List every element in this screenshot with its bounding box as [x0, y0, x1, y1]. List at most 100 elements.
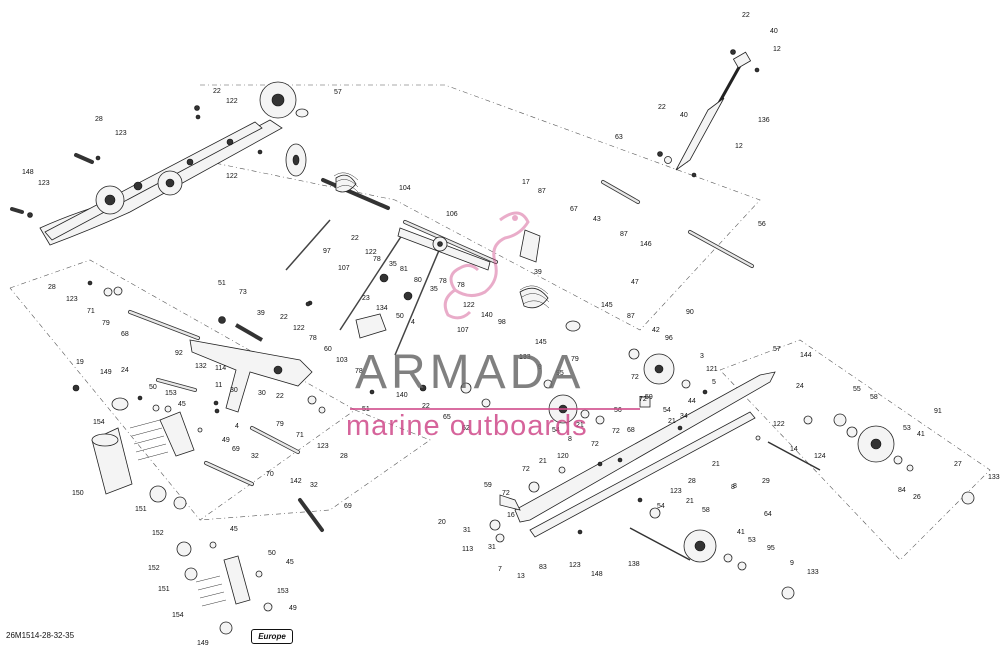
boundary-lower: [199, 409, 431, 521]
callout-label: 72: [639, 396, 647, 403]
callout-label: 19: [76, 359, 84, 366]
callout-label: 56: [614, 407, 622, 414]
callout-label: 123: [38, 180, 50, 187]
region-badge: Europe: [251, 629, 293, 644]
callout-label: 92: [175, 350, 183, 357]
callout-label: 120: [557, 453, 569, 460]
callout-label: 87: [538, 188, 546, 195]
callout-label: 22: [276, 393, 284, 400]
callout-label: 3: [700, 353, 704, 360]
callout-label: 27: [954, 461, 962, 468]
callout-label: 122: [463, 302, 475, 309]
callout-label: 78: [355, 368, 363, 375]
callout-label: 90: [686, 309, 694, 316]
armada-seahorse-logo: [443, 211, 530, 320]
callout-label: 95: [767, 545, 775, 552]
callout-label: 78: [309, 335, 317, 342]
callout-label: 53: [748, 537, 756, 544]
boundary-front-arm: [9, 259, 356, 521]
callout-label: 65: [443, 414, 451, 421]
callout-label: 122: [365, 249, 377, 256]
callout-label: 22: [213, 88, 221, 95]
callout-label: 114: [215, 365, 226, 372]
callout-label: 78: [373, 256, 381, 263]
callout-label: 26: [913, 494, 921, 501]
callout-label: 152: [148, 565, 160, 572]
callout-label: 21: [576, 422, 584, 429]
callout-label: 7: [498, 566, 502, 573]
callout-label: 39: [534, 269, 542, 276]
callout-label: 154: [172, 612, 184, 619]
front-shock-spring: [91, 397, 273, 635]
callout-label: 148: [591, 571, 603, 578]
callout-label: 20: [438, 519, 446, 526]
callout-label: 57: [334, 89, 342, 96]
callout-label: 73: [239, 289, 247, 296]
callout-label: 122: [226, 173, 238, 180]
callout-label: 62: [462, 425, 470, 432]
callout-label: 8: [731, 484, 735, 491]
callout-label: 64: [764, 511, 772, 518]
callout-label: 98: [498, 319, 506, 326]
callout-label: 21: [686, 498, 694, 505]
rear-idler-spring: [285, 143, 550, 309]
callout-label: 145: [601, 302, 613, 309]
callout-label: 30: [258, 390, 266, 397]
callout-label: 153: [277, 588, 289, 595]
callout-label: 68: [121, 331, 129, 338]
center-cross-shaft: [355, 227, 541, 339]
callout-label: 69: [344, 503, 352, 510]
callout-label: 50: [268, 550, 276, 557]
callout-label: 72: [502, 490, 510, 497]
callout-label: 55: [853, 386, 861, 393]
callout-label: 148: [22, 169, 34, 176]
callout-label: 21: [712, 461, 720, 468]
callout-label: 58: [870, 394, 878, 401]
callout-label: 28: [48, 284, 56, 291]
callout-label: 140: [481, 312, 493, 319]
callout-label: 132: [195, 363, 207, 370]
callout-label: 149: [100, 369, 112, 376]
callout-label: 69: [232, 446, 240, 453]
callout-label: 30: [230, 387, 238, 394]
callout-label: 122: [293, 325, 305, 332]
callout-label: 124: [814, 453, 826, 460]
callout-label: 78: [439, 278, 447, 285]
rods: [128, 178, 821, 561]
right-slide-rails: [499, 371, 776, 538]
callout-label: 5: [712, 379, 716, 386]
callout-label: 123: [670, 488, 682, 495]
callout-label: 11: [215, 382, 222, 389]
callout-label: 40: [770, 28, 778, 35]
callout-label: 122: [773, 421, 785, 428]
callout-label: 107: [338, 265, 350, 272]
callout-label: 22: [280, 314, 288, 321]
callout-label: 138: [628, 561, 640, 568]
callout-label: 59: [645, 394, 653, 401]
callout-label: 23: [362, 295, 370, 302]
callout-label: 31: [463, 527, 471, 534]
callout-label: 28: [95, 116, 103, 123]
callout-label: 72: [612, 428, 620, 435]
callout-label: 22: [422, 403, 430, 410]
callout-label: 57: [773, 346, 781, 353]
callout-label: 123: [569, 562, 581, 569]
callout-label: 35: [430, 286, 438, 293]
watermark-title: ARMADA: [355, 346, 585, 399]
callout-label: 49: [222, 437, 230, 444]
callout-label: 79: [276, 421, 284, 428]
callout-label: 63: [615, 134, 623, 141]
watermark-divider: [350, 408, 640, 410]
callout-label: 8: [568, 436, 572, 443]
callout-label: 84: [898, 487, 906, 494]
callout-label: 4: [235, 423, 239, 430]
callout-label: 123: [115, 130, 127, 137]
callout-label: 35: [389, 261, 397, 268]
callout-label: 43: [593, 216, 601, 223]
callout-label: 71: [87, 308, 95, 315]
left-rail-assembly: [39, 81, 297, 246]
rear-wheels: [683, 413, 975, 600]
callout-label: 151: [135, 506, 147, 513]
